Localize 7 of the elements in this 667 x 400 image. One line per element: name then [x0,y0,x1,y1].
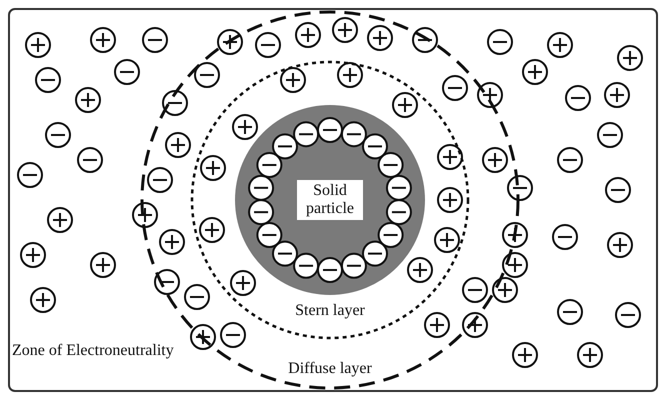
layer-label: Stern layer [294,302,366,320]
particle-disc [235,105,425,295]
layer-label: Diffuse layer [287,360,373,378]
layer-label: Zone of Electroneutrality [12,342,175,360]
outer-box [8,8,658,392]
dotted-circle [190,60,470,340]
particle-label: Solid particle [297,180,363,220]
